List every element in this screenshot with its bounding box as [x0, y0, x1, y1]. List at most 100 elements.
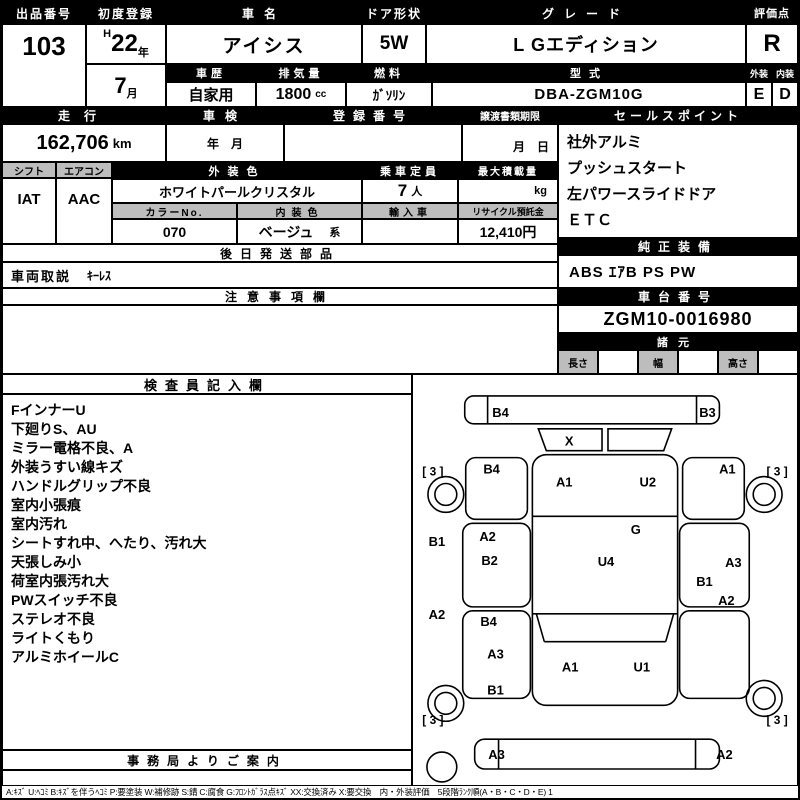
first-registration-year: H 22 年: [86, 24, 166, 64]
interior-color-header: 内装色: [237, 203, 362, 219]
length-label: 長さ: [558, 350, 598, 374]
rear-glass-right: [607, 427, 673, 452]
legend-footer: A:ｷｽﾞ U:ﾍｺﾐ B:ｷｽﾞを伴うﾍｺﾐ P:要塗装 W:補修跡 S:錆 …: [6, 787, 553, 797]
sales-point-item: 左パワースライドドア: [567, 186, 717, 203]
inspector-note: 外装うすい線キズ: [11, 459, 123, 475]
fuel-header: 燃料: [346, 64, 432, 82]
history-header: 車歴: [166, 64, 256, 82]
damage-mark: B1: [696, 574, 713, 589]
damage-mark: U1: [634, 660, 651, 675]
damage-mark: G: [631, 522, 641, 537]
wheel-right-rear: [745, 475, 783, 514]
damage-mark: A2: [429, 607, 446, 622]
sales-points-header: セールスポイント: [558, 107, 798, 124]
color-no-header: カラーNo.: [112, 203, 237, 219]
year-unit: 年: [137, 47, 149, 59]
rear-glass-left: [537, 427, 603, 452]
model-code-value: DBA-ZGM10G: [432, 82, 746, 107]
spare-tire: [426, 751, 458, 783]
mileage-number: 162,706: [36, 131, 109, 154]
damage-mark: A1: [556, 474, 573, 489]
aircon-header: エアコン: [56, 162, 112, 178]
lot-number-value: 103: [2, 24, 86, 107]
width-label: 幅: [638, 350, 678, 374]
shift-value: IAT: [2, 178, 56, 244]
mileage-header: 走行: [2, 107, 166, 124]
exterior-grade-value: E: [746, 82, 772, 107]
damage-diagram-box: B4 B3 X [ 3 ] B4 A1 U2 A1 [ 3 ] B1 A2 B2…: [412, 374, 798, 786]
inspector-note: ミラー電格不良、A: [11, 440, 134, 456]
inspector-note: 天張しみ小: [11, 554, 81, 570]
damage-mark: A2: [716, 747, 733, 762]
right-front-panel: [678, 610, 751, 700]
length-value: [598, 350, 638, 374]
caution-header: 注意事項欄: [2, 288, 558, 305]
sales-point-item: ＥＴＣ: [567, 212, 613, 229]
displacement-unit: cc: [315, 89, 327, 100]
era-letter: H: [103, 28, 112, 40]
door-shape-value: 5W: [362, 24, 426, 64]
capacity-header: 乗車定員: [362, 162, 458, 179]
inspector-note: PWスイッチ不良: [11, 592, 118, 608]
aircon-value: AAC: [56, 178, 112, 244]
wheel-left-front: [427, 684, 465, 723]
sales-point-item: 社外アルミ: [567, 134, 642, 151]
displacement-number: 1800: [275, 85, 312, 103]
shaken-header: 車検: [166, 107, 284, 124]
tread-depth-mark: [ 3 ]: [422, 465, 443, 479]
interior-color-suffix: 系: [329, 226, 341, 239]
sales-points-list: 社外アルミ プッシュスタート 左パワースライドドア ＥＴＣ: [558, 124, 798, 238]
rear-bumper-outline: [463, 395, 721, 425]
damage-mark: U2: [640, 474, 657, 489]
grade-header: グレード: [426, 2, 746, 24]
dimensions-header: 諸元: [558, 333, 798, 350]
manual-row: 車両取説 ｷｰﾚｽ: [2, 262, 558, 288]
grade-value: L Gエディション: [426, 24, 746, 64]
damage-mark: B1: [429, 534, 446, 549]
reg-year: 22: [111, 30, 138, 57]
damage-mark: A3: [488, 747, 505, 762]
score-value: R: [746, 24, 798, 64]
manual-value: ｷｰﾚｽ: [87, 268, 112, 283]
damage-mark: B4: [483, 462, 500, 477]
chassis-number-value: ZGM10-0016980: [558, 305, 798, 333]
interior-grade-value: D: [772, 82, 798, 107]
damage-mark: A1: [719, 462, 736, 477]
wheel-left-rear: [427, 475, 465, 514]
shift-header: シフト: [2, 162, 56, 178]
transfer-deadline-header: 譲渡書類期限: [462, 107, 558, 124]
exterior-color-header: 外装色: [112, 162, 362, 179]
import-header: 輸入車: [362, 203, 458, 219]
right-door-panel: [678, 522, 751, 608]
score-header: 評価点: [746, 2, 798, 24]
tread-depth-mark: [ 3 ]: [767, 713, 788, 727]
damage-mark: B3: [699, 405, 716, 420]
genuine-equipment-value: ABS ｴｱB PS PW: [558, 255, 798, 288]
office-notice-box: [2, 770, 412, 786]
height-label: 高さ: [718, 350, 758, 374]
history-value: 自家用: [166, 82, 256, 107]
recycle-deposit-header: リサイクル預託金: [458, 203, 558, 219]
transfer-deadline-value: 月 日: [462, 124, 558, 162]
damage-mark: X: [565, 434, 574, 449]
mileage-value: 162,706 km: [2, 124, 166, 162]
damage-mark: A2: [718, 593, 735, 608]
model-code-header: 型式: [432, 64, 746, 82]
max-load-header: 最大積載量: [458, 162, 558, 179]
displacement-header: 排気量: [256, 64, 346, 82]
displacement-value: 1800 cc: [256, 82, 346, 107]
registration-number-header: 登録番号: [284, 107, 462, 124]
shaken-value: 年 月: [166, 124, 284, 162]
inspector-note: アルミホイールC: [11, 649, 119, 665]
chassis-number-header: 車台番号: [558, 288, 798, 305]
damage-mark: A2: [479, 529, 496, 544]
inspector-note: 室内小張痕: [11, 497, 81, 513]
sales-point-item: プッシュスタート: [567, 160, 688, 177]
inspector-note: ハンドルグリップ不良: [11, 478, 151, 494]
color-no-value: 070: [112, 219, 237, 244]
left-rear-panel: [464, 456, 529, 521]
car-name-header: 車名: [166, 2, 362, 24]
height-value: [758, 350, 798, 374]
interior-color-value: ベージュ 系: [237, 219, 362, 244]
